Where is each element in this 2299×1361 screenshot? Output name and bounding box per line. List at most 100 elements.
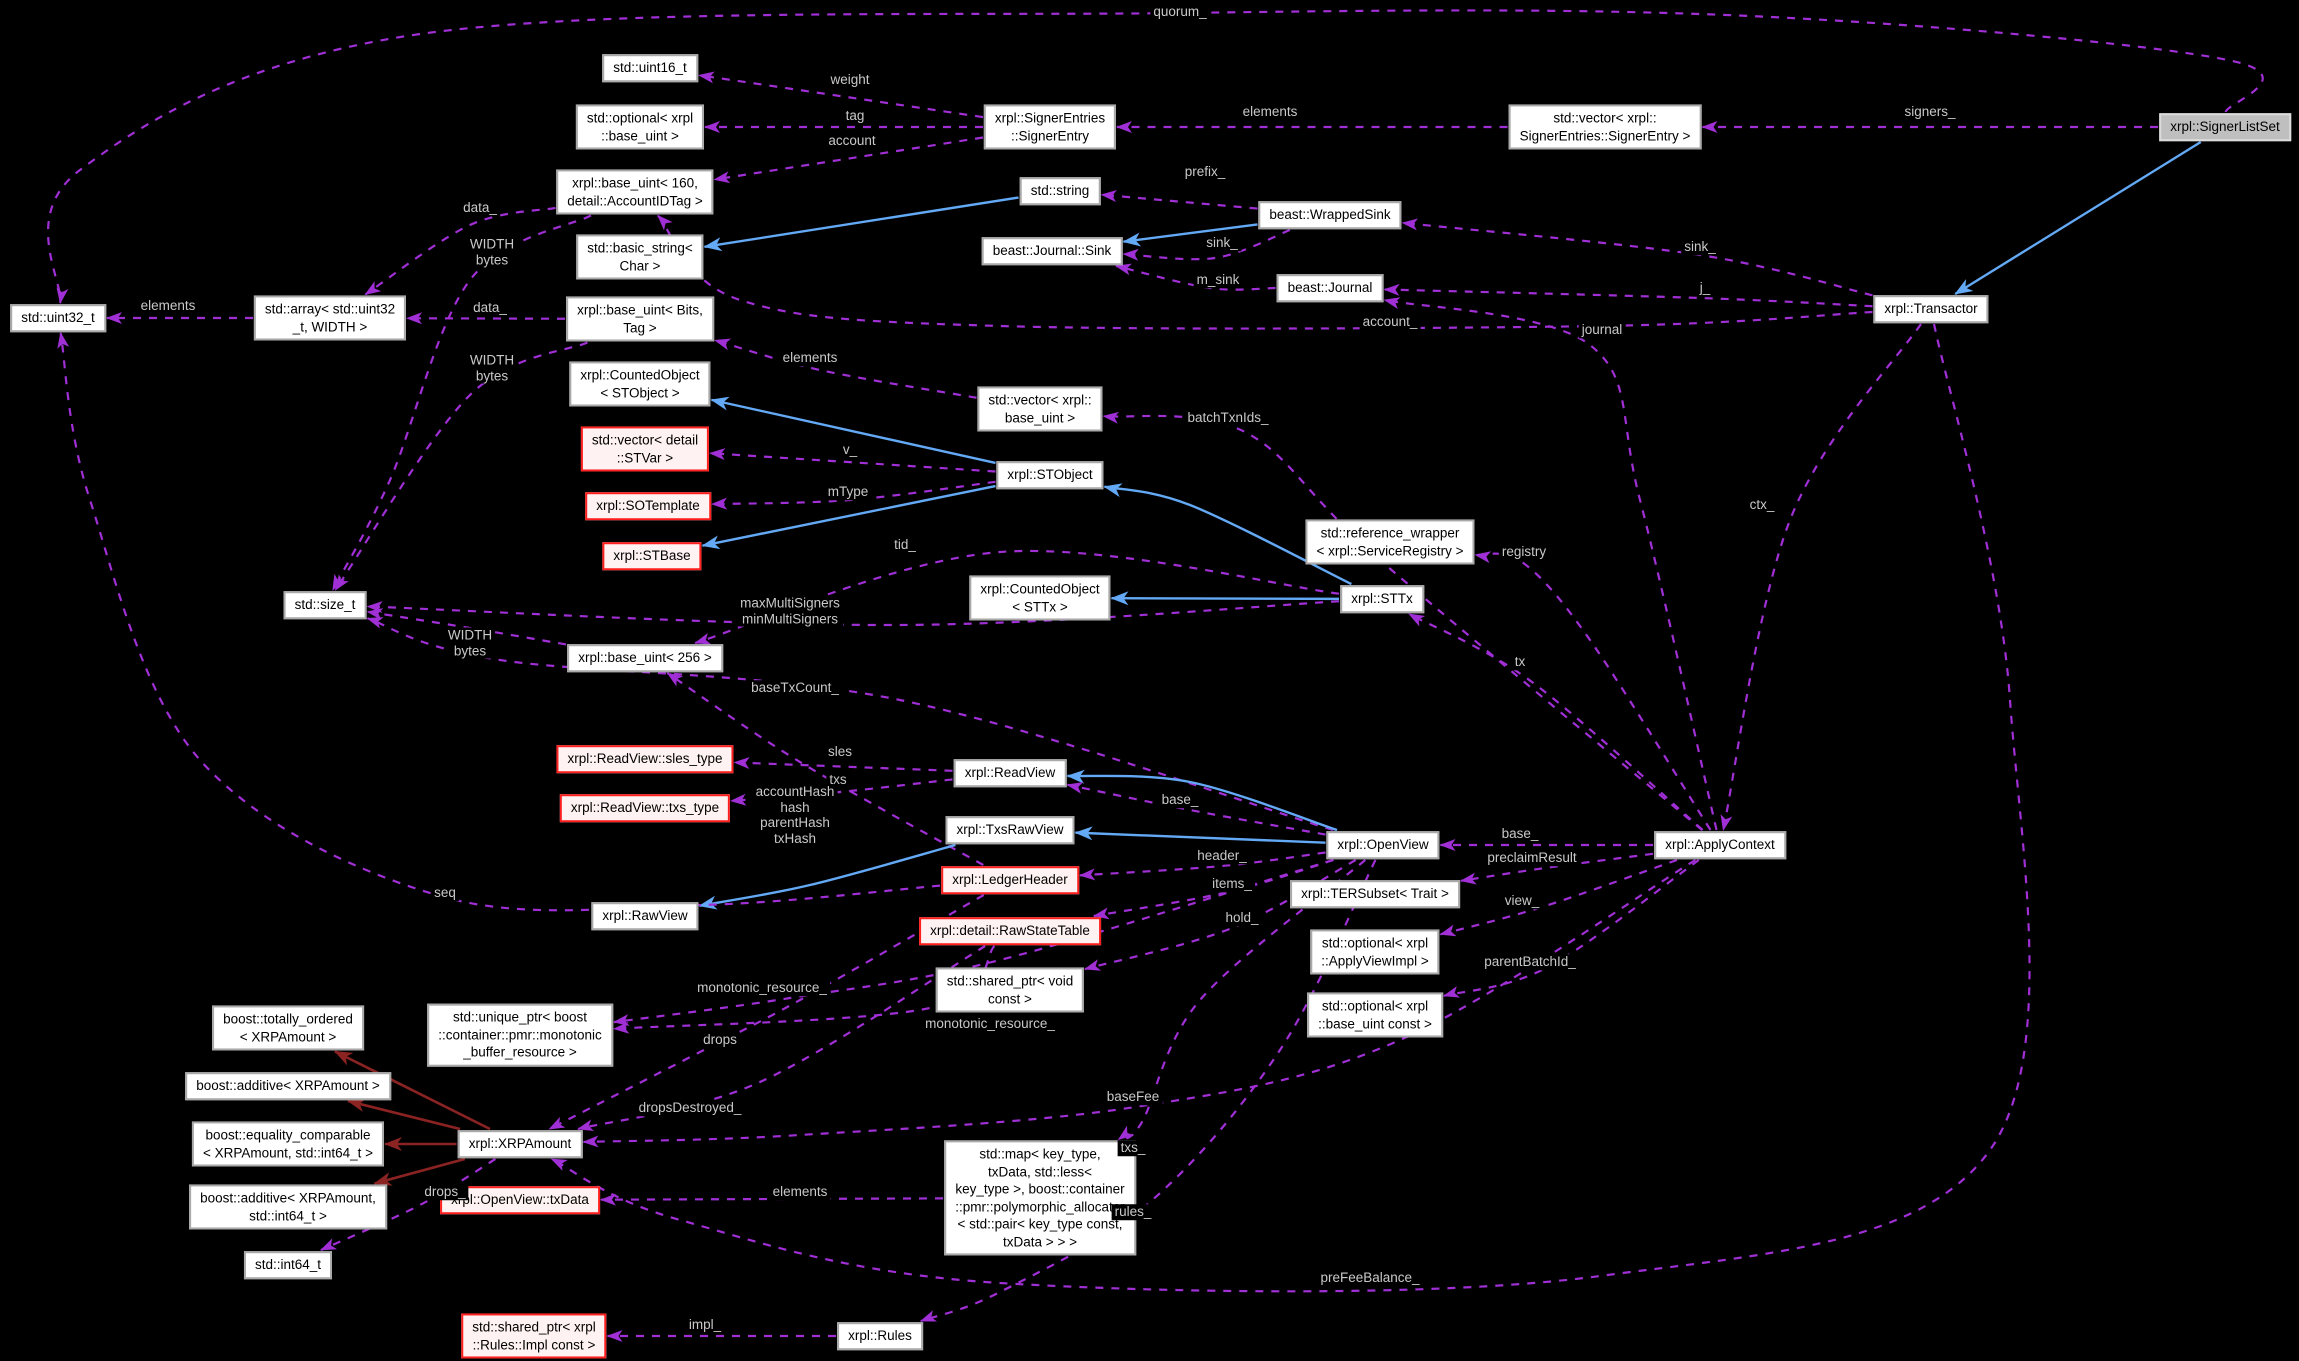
node-uint32_t[interactable]: std::uint32_t — [10, 304, 106, 332]
edge-label-data_: data_ — [470, 300, 510, 316]
edge-stobject-to-counted_stobject — [710, 396, 996, 465]
node-baseuint160[interactable]: xrpl::base_uint< 160, detail::AccountIDT… — [556, 169, 714, 215]
edge-label-account_: account_ — [1359, 314, 1421, 330]
node-rawview[interactable]: xrpl::RawView — [591, 902, 699, 930]
edge-label-j_: j_ — [1696, 280, 1714, 296]
edge-openview-to-readview — [1066, 781, 1326, 836]
edge-xrpamount-to-additive_xrp — [347, 1098, 461, 1131]
node-opt_applyviewimpl[interactable]: std::optional< xrpl ::ApplyViewImpl > — [1310, 929, 1440, 975]
node-readview[interactable]: xrpl::ReadView — [953, 759, 1067, 787]
edge-label-weight: weight — [827, 72, 873, 88]
edge-label-monotonic_resource_: monotonic_resource_ — [922, 1016, 1058, 1032]
edge-sttx-to-stobject — [1103, 483, 1352, 586]
node-openview[interactable]: xrpl::OpenView — [1326, 831, 1440, 859]
edge-label-v_: v_ — [839, 442, 861, 458]
edge-ledgerheader-to-uint32_t — [57, 332, 941, 912]
edge-transactor-to-applycontext — [1720, 323, 1922, 831]
node-opt_baseuint[interactable]: std::optional< xrpl ::base_uint > — [575, 104, 705, 150]
edge-label-impl_: impl_ — [685, 1317, 725, 1333]
node-ref_wrapper[interactable]: std::reference_wrapper < xrpl::ServiceRe… — [1305, 519, 1475, 565]
node-vec_signer_entry[interactable]: std::vector< xrpl:: SignerEntries::Signe… — [1508, 104, 1702, 150]
node-signer_entry[interactable]: xrpl::SignerEntries ::SignerEntry — [983, 104, 1117, 150]
node-stobject[interactable]: xrpl::STObject — [996, 461, 1104, 489]
node-opt_baseuint_const[interactable]: std::optional< xrpl ::base_uint const > — [1307, 992, 1443, 1038]
node-tersubset[interactable]: xrpl::TERSubset< Trait > — [1290, 880, 1460, 908]
edge-signer_list_set-to-uint32_t — [46, 9, 2264, 304]
node-sharedptr_void[interactable]: std::shared_ptr< void const > — [935, 967, 1085, 1013]
edge-transactor-to-journal — [1383, 283, 1873, 308]
edge-label-WIDTH: WIDTH bytes — [466, 352, 518, 384]
edge-label-elements: elements — [137, 298, 199, 314]
edge-applycontext-to-vec_baseuint — [1102, 411, 1703, 831]
node-xrpamount[interactable]: xrpl::XRPAmount — [457, 1130, 583, 1158]
edge-baseuint_bits-to-size_t — [334, 341, 588, 591]
node-wrappedsink[interactable]: beast::WrappedSink — [1258, 201, 1402, 229]
node-sharedptr_rules[interactable]: std::shared_ptr< xrpl ::Rules::Impl cons… — [461, 1313, 607, 1359]
node-journal[interactable]: beast::Journal — [1276, 274, 1384, 302]
edge-openview-to-rules — [919, 859, 1377, 1323]
edge-label-base_: base_ — [1498, 826, 1542, 842]
edge-label-registry: registry — [1498, 544, 1550, 560]
node-txs_type[interactable]: xrpl::ReadView::txs_type — [559, 794, 731, 822]
node-map_txdata[interactable]: std::map< key_type, txData, std::less< k… — [944, 1140, 1136, 1256]
node-eq_comparable[interactable]: boost::equality_comparable < XRPAmount, … — [191, 1121, 385, 1167]
edge-label-baseTxCount_: baseTxCount_ — [748, 680, 842, 696]
edge-openview-to-txsrawview — [1074, 826, 1326, 844]
edge-label-items_: items_ — [1209, 876, 1255, 892]
node-baseuint_bits[interactable]: xrpl::base_uint< Bits, Tag > — [566, 296, 714, 342]
edge-label-WIDTH: WIDTH bytes — [444, 627, 496, 659]
node-unique_ptr_mono[interactable]: std::unique_ptr< boost ::container::pmr:… — [427, 1003, 613, 1067]
node-uint16_t[interactable]: std::uint16_t — [602, 54, 698, 82]
node-totally_ordered[interactable]: boost::totally_ordered < XRPAmount > — [212, 1005, 364, 1051]
node-txsrawview[interactable]: xrpl::TxsRawView — [945, 816, 1075, 844]
edge-label-tx: tx — [1511, 654, 1529, 670]
edge-wrappedsink-to-journal_sink — [1122, 228, 1291, 261]
edge-label-batchTxnIds_: batchTxnIds_ — [1184, 410, 1272, 426]
edge-label-parentBatchId_: parentBatchId_ — [1481, 954, 1579, 970]
edge-wrappedsink-to-journal_sink — [1122, 223, 1258, 247]
node-sles_type[interactable]: xrpl::ReadView::sles_type — [556, 745, 734, 773]
node-additive_xrp[interactable]: boost::additive< XRPAmount > — [185, 1072, 391, 1100]
node-counted_stobject[interactable]: xrpl::CountedObject < STObject > — [569, 361, 711, 407]
node-basic_string[interactable]: std::basic_string< Char > — [576, 234, 704, 280]
edge-label-mType: mType — [824, 484, 872, 500]
node-rules[interactable]: xrpl::Rules — [837, 1322, 923, 1350]
edge-applycontext-to-sttx — [1408, 613, 1704, 831]
edge-label-elements: elements — [769, 1184, 831, 1200]
edge-sttx-to-size_t — [366, 600, 1340, 627]
node-vec_baseuint[interactable]: std::vector< xrpl:: base_uint > — [977, 386, 1103, 432]
edge-label-baseFee: baseFee — [1103, 1089, 1163, 1105]
edge-transactor-to-wrappedsink — [1401, 218, 1873, 297]
edge-label-ctx_: ctx_ — [1746, 497, 1778, 513]
node-array_uint32[interactable]: std::array< std::uint32 _t, WIDTH > — [253, 295, 407, 341]
node-string[interactable]: std::string — [1019, 177, 1101, 205]
node-additive_xrp64[interactable]: boost::additive< XRPAmount, std::int64_t… — [189, 1184, 387, 1230]
edge-label-preclaimResult: preclaimResult — [1484, 850, 1580, 866]
edge-label-txs: txs — [826, 772, 850, 788]
node-sotemplate[interactable]: xrpl::SOTemplate — [585, 492, 711, 520]
edge-label-rules_: rules_ — [1111, 1204, 1155, 1220]
edge-baseuint_bits-to-array_uint32 — [406, 312, 566, 325]
node-transactor[interactable]: xrpl::Transactor — [1873, 295, 1989, 323]
node-signer_list_set[interactable]: xrpl::SignerListSet — [2159, 113, 2291, 141]
edge-label-preFeeBalance_: preFeeBalance_ — [1317, 1270, 1423, 1286]
edge-stobject-to-sotemplate — [711, 480, 996, 510]
edge-label-data_: data_ — [460, 200, 500, 216]
edge-label-view_: view_ — [1501, 893, 1543, 909]
node-int64_t[interactable]: std::int64_t — [243, 1251, 333, 1279]
node-rawstatetable[interactable]: xrpl::detail::RawStateTable — [919, 917, 1101, 945]
edge-openview-to-rawstatetable — [1092, 858, 1334, 920]
edge-ledgerheader-to-xrpamount — [548, 894, 985, 1130]
edge-openview-to-sharedptr_void — [1084, 859, 1357, 971]
node-size_t[interactable]: std::size_t — [283, 591, 367, 619]
node-sttx[interactable]: xrpl::STTx — [1340, 585, 1424, 613]
edge-transactor-to-xrpamount — [550, 323, 2031, 1293]
node-stbase[interactable]: xrpl::STBase — [602, 542, 702, 570]
node-counted_sttx[interactable]: xrpl::CountedObject < STTx > — [969, 575, 1111, 621]
node-ledgerheader[interactable]: xrpl::LedgerHeader — [941, 866, 1079, 894]
node-vec_stvar[interactable]: std::vector< detail ::STVar > — [580, 426, 710, 472]
node-baseuint256[interactable]: xrpl::base_uint< 256 > — [567, 644, 723, 672]
node-applycontext[interactable]: xrpl::ApplyContext — [1654, 831, 1786, 859]
node-journal_sink[interactable]: beast::Journal::Sink — [981, 237, 1123, 265]
edge-label-maxMultiSigners: maxMultiSigners minMultiSigners — [737, 595, 843, 627]
